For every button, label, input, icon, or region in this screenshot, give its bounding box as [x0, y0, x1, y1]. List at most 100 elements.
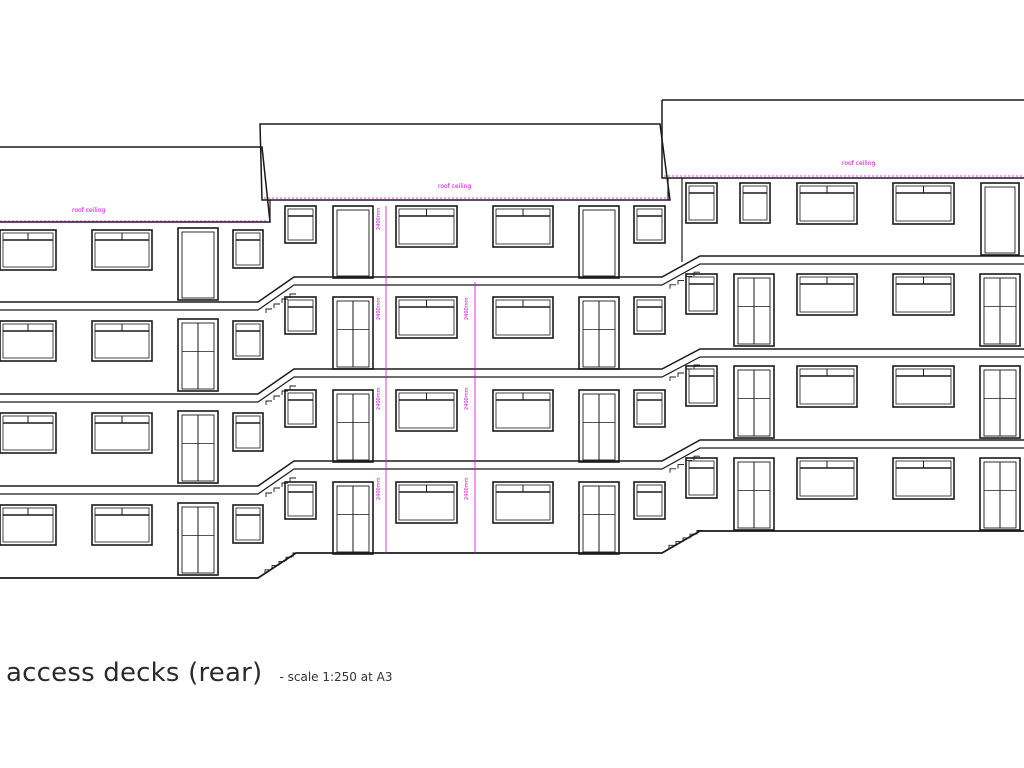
deck-slab	[0, 263, 1024, 311]
window	[232, 320, 264, 360]
height-label: 2400mm	[376, 387, 382, 410]
stair-step	[289, 385, 296, 390]
stair-step	[281, 298, 288, 303]
window	[636, 208, 663, 241]
height-label: 2400mm	[464, 477, 470, 500]
caption-title: access decks (rear)	[6, 658, 263, 688]
door	[979, 365, 1021, 439]
height-label: 2400mm	[464, 297, 470, 320]
ground-line	[0, 530, 1024, 579]
window	[688, 185, 715, 221]
door	[578, 296, 620, 370]
door	[177, 227, 219, 301]
height-label: 2400mm	[376, 477, 382, 500]
stair-step	[265, 492, 272, 497]
window	[395, 481, 458, 524]
window	[636, 484, 663, 517]
window	[284, 481, 317, 520]
dimension-lines: 2400mm 2400mm 2400mm 2400mm 2400mm 2400mm 2400…	[376, 206, 476, 553]
window	[0, 229, 57, 271]
stair-step	[669, 468, 676, 473]
window	[685, 365, 718, 407]
stair-step	[675, 541, 682, 546]
window	[739, 182, 771, 224]
stair-step	[682, 537, 689, 542]
stair-step	[285, 556, 292, 562]
window	[395, 296, 458, 339]
door	[332, 296, 374, 370]
deck-slab	[0, 439, 1024, 487]
door-leaf	[181, 231, 215, 299]
window	[395, 205, 458, 248]
stair-step	[271, 565, 278, 570]
window	[636, 392, 663, 425]
window	[892, 457, 955, 500]
walls	[269, 178, 683, 262]
windows	[0, 182, 955, 546]
window	[685, 457, 718, 499]
stair-step	[273, 303, 280, 308]
stair-step	[281, 482, 288, 487]
stair-step	[264, 569, 271, 574]
height-label: 2400mm	[376, 297, 382, 320]
roofs	[0, 99, 1024, 223]
stair-step	[273, 487, 280, 492]
window	[685, 273, 718, 315]
stair-step	[689, 533, 696, 539]
stair-step	[281, 390, 288, 395]
window	[796, 365, 858, 408]
roof-label-left: roof ceiling	[72, 207, 105, 214]
access-decks	[0, 255, 1024, 579]
roof-label-middle: roof ceiling	[438, 183, 471, 190]
stair-step	[668, 544, 675, 550]
stair-step	[265, 308, 272, 313]
stair-step	[289, 477, 296, 482]
window	[91, 504, 153, 546]
door	[332, 389, 374, 463]
height-label: 2400mm	[464, 387, 470, 410]
window	[633, 205, 666, 244]
window	[892, 182, 955, 225]
height-label: 2400mm	[376, 207, 382, 230]
window	[742, 185, 768, 221]
stair-step	[273, 395, 280, 400]
window	[892, 273, 955, 316]
window	[235, 507, 261, 541]
window	[395, 389, 458, 432]
stair-step	[693, 455, 700, 461]
door-leaf	[582, 209, 616, 277]
drawing-caption: access decks (rear) - scale 1:250 at A3	[6, 658, 392, 688]
stair-step	[278, 560, 285, 566]
window	[688, 460, 715, 496]
stair-step	[265, 400, 272, 405]
caption-scale: - scale 1:250 at A3	[279, 670, 393, 684]
window	[232, 504, 264, 544]
window	[892, 365, 955, 408]
window	[235, 232, 261, 266]
window	[0, 412, 57, 454]
window	[284, 205, 317, 244]
stair-step	[696, 530, 703, 535]
window	[492, 389, 554, 432]
window	[688, 276, 715, 312]
door-leaf	[336, 209, 370, 277]
deck-slab	[0, 348, 1024, 395]
window	[287, 299, 314, 332]
window	[633, 296, 666, 335]
window	[633, 389, 666, 428]
doors	[177, 182, 1021, 576]
door-leaf	[984, 186, 1016, 254]
window	[796, 273, 858, 316]
window	[287, 392, 314, 425]
door	[177, 502, 219, 576]
stair-step	[669, 376, 676, 381]
door	[979, 457, 1021, 531]
stair-step	[693, 271, 700, 277]
window	[287, 208, 314, 241]
deck-slab	[0, 255, 1024, 303]
window	[688, 368, 715, 404]
window	[796, 457, 858, 500]
door	[332, 205, 374, 279]
window	[91, 229, 153, 271]
